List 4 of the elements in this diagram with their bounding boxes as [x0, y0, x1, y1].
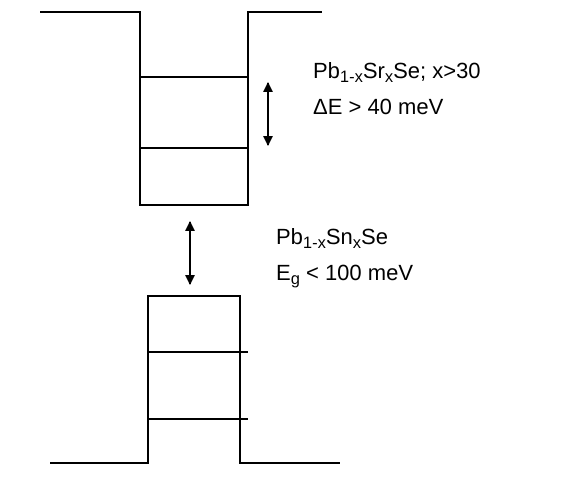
formula-label: Pb$_{1-x}$Sr$_{x}$Se; x>30: [313, 57, 481, 86]
formula-label: Pb$_{1-x}$Sn$_{x}$Se: [276, 223, 388, 252]
formula-label: E$_{g}$ < 100 meV: [276, 259, 414, 288]
formula-label: ΔE > 40 meV: [313, 93, 444, 121]
